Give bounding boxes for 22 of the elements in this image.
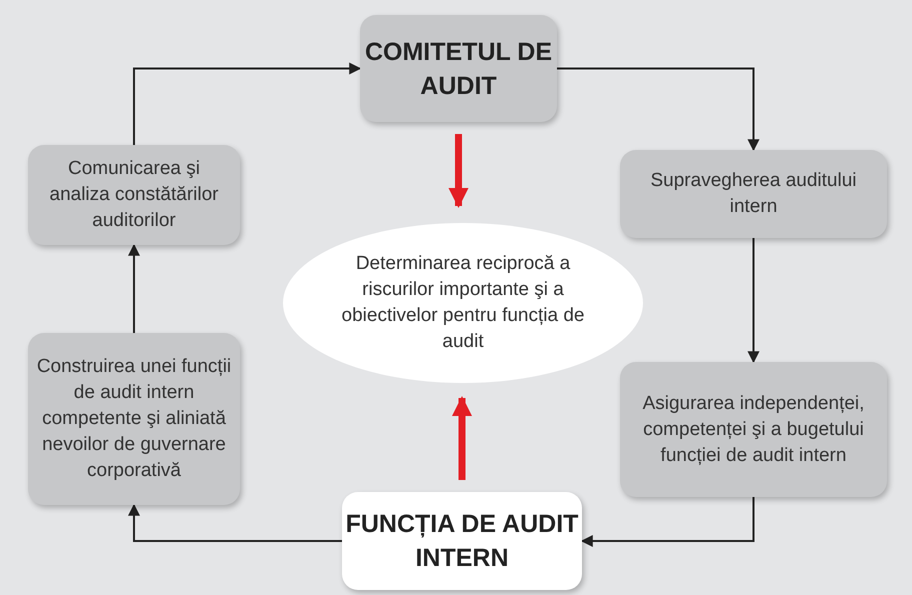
node-text: Asigurarea independenței, competenței şi a bugetului funcției de audit intern (642, 392, 866, 468)
node-text: Comunicarea şi analiza constătărilor auditorilor (48, 157, 220, 233)
arrow (748, 238, 760, 364)
node-text: Construirea unei funcții de audit intern competente şi aliniată nevoilor de guvernare corporativă (36, 355, 232, 483)
process-box (28, 333, 240, 505)
node-text: COMITETUL DE AUDIT (364, 36, 554, 102)
arrow (452, 396, 472, 480)
node-text: Supravegherea auditului intern (650, 169, 858, 219)
node-text: FUNCȚIA DE AUDIT INTERN (344, 509, 580, 574)
arrow (128, 504, 342, 542)
arrow (448, 134, 468, 208)
ellipse-node (282, 222, 644, 384)
node-text: Determinarea reciprocă a riscurilor importante şi a obiectivelor pentru funcția de audit (340, 252, 586, 354)
process-box (620, 150, 887, 238)
arrow (128, 244, 140, 333)
process-box (620, 362, 887, 497)
process-box (28, 145, 240, 245)
arrow (133, 62, 362, 145)
arrow (557, 68, 760, 152)
process-box (342, 492, 582, 590)
process-box (360, 15, 557, 122)
arrow (580, 497, 754, 547)
